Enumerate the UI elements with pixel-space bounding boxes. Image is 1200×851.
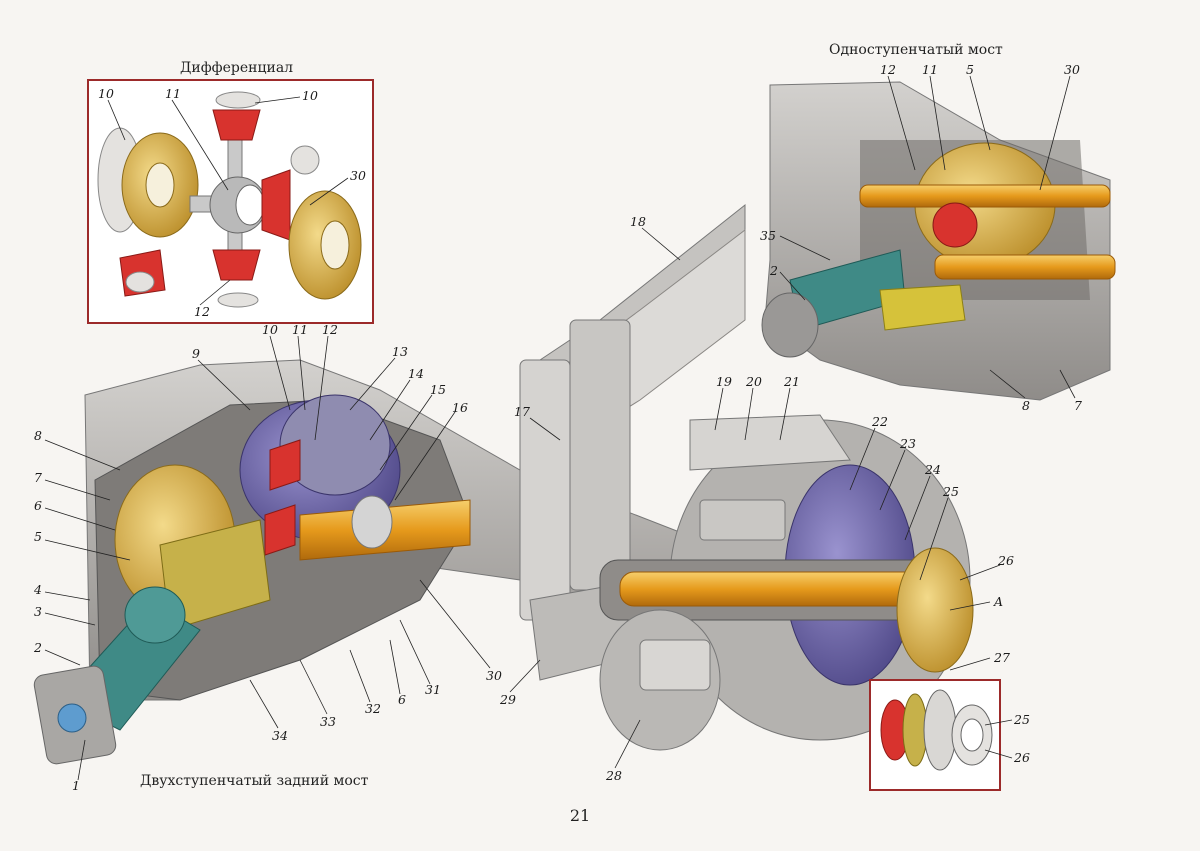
brake-shoe-support bbox=[699, 499, 786, 541]
differential-pinion-upper bbox=[269, 439, 301, 491]
callout-20: 20 bbox=[745, 374, 762, 389]
brake-drum-cover bbox=[689, 414, 851, 471]
title-single-stage-axle: Одноступенчатый мост bbox=[829, 42, 1003, 58]
side-gear-right-bore bbox=[320, 220, 350, 270]
callout-12: 12 bbox=[322, 322, 338, 337]
callout-28: 28 bbox=[605, 768, 622, 783]
drive-bevel-pinion bbox=[124, 586, 186, 644]
callout-29: 29 bbox=[499, 692, 516, 707]
callout-inset-25: 25 bbox=[1013, 712, 1030, 727]
callout-27: 27 bbox=[993, 650, 1010, 665]
hub-adjusting-nut-bore bbox=[960, 718, 984, 752]
callout-22: 22 bbox=[871, 414, 888, 429]
washer-top bbox=[215, 91, 261, 109]
callout-diff-30: 30 bbox=[350, 168, 366, 183]
callout-1: 1 bbox=[72, 778, 80, 793]
callout-9: 9 bbox=[192, 346, 200, 361]
hub-washer bbox=[902, 693, 928, 767]
half-shaft-flange bbox=[896, 547, 974, 673]
callout-single-5: 5 bbox=[966, 62, 974, 77]
callout-4: 4 bbox=[33, 582, 42, 597]
callout-diff-11: 11 bbox=[165, 86, 181, 101]
callout-24: 24 bbox=[924, 462, 941, 477]
callout-single-35: 35 bbox=[760, 228, 776, 243]
callout-33: 33 bbox=[320, 714, 336, 729]
callout-32: 32 bbox=[365, 701, 381, 716]
spring-bracket-outer bbox=[519, 359, 571, 621]
two-stage-axle bbox=[33, 203, 974, 765]
callout-7: 7 bbox=[34, 470, 42, 485]
callout-2: 2 bbox=[33, 640, 42, 655]
pinion-gear-top bbox=[212, 109, 261, 141]
side-gear-left-bore bbox=[145, 162, 175, 208]
spring-bracket-inner bbox=[569, 319, 631, 591]
callout-diff-12: 12 bbox=[194, 304, 210, 319]
leader-lines bbox=[44, 75, 1076, 781]
title-differential: Дифференциал bbox=[180, 60, 294, 76]
callout-21: 21 bbox=[783, 374, 800, 389]
callout-a: A bbox=[993, 594, 1003, 609]
callout-15: 15 bbox=[430, 382, 446, 397]
callout-inset-26: 26 bbox=[1013, 750, 1030, 765]
callout-14: 14 bbox=[408, 366, 424, 381]
callout-single-30: 30 bbox=[1064, 62, 1080, 77]
callout-single-11: 11 bbox=[922, 62, 938, 77]
callout-5: 5 bbox=[34, 529, 42, 544]
hub-nut-inset bbox=[869, 679, 1001, 791]
differential-pinion-lower bbox=[264, 504, 296, 556]
callout-23: 23 bbox=[899, 436, 916, 451]
flange-nut bbox=[57, 703, 87, 733]
callout-31: 31 bbox=[425, 682, 441, 697]
page-number: 21 bbox=[569, 806, 591, 825]
callout-10: 10 bbox=[262, 322, 278, 337]
callout-25: 25 bbox=[942, 484, 959, 499]
single-half-shaft-top bbox=[859, 184, 1111, 208]
pinion-gear-bottom bbox=[212, 249, 261, 281]
callout-single-8: 8 bbox=[1022, 398, 1030, 413]
callout-diff-10b: 10 bbox=[302, 88, 318, 103]
callout-6b: 6 bbox=[398, 692, 406, 707]
half-shaft-outer bbox=[619, 571, 941, 607]
callout-8: 8 bbox=[34, 428, 42, 443]
washer-right bbox=[290, 145, 320, 175]
single-pinion-gear bbox=[932, 202, 978, 248]
callout-17: 17 bbox=[514, 404, 530, 419]
single-input-flange bbox=[761, 292, 819, 358]
callout-16: 16 bbox=[452, 400, 468, 415]
single-stage-inset bbox=[761, 81, 1116, 401]
callout-single-7: 7 bbox=[1074, 398, 1082, 413]
callout-19: 19 bbox=[716, 374, 732, 389]
callout-labels: 10 11 10 30 12 12 11 5 30 35 2 8 7 9 10 … bbox=[33, 62, 1082, 793]
pinion-gear-right bbox=[261, 169, 291, 241]
brake-chamber-bracket bbox=[639, 639, 711, 691]
washer-loose bbox=[125, 271, 155, 293]
callout-13: 13 bbox=[392, 344, 408, 359]
callout-single-2: 2 bbox=[769, 263, 778, 278]
callout-diff-10a: 10 bbox=[98, 86, 114, 101]
callout-11: 11 bbox=[292, 322, 308, 337]
diff-bearing bbox=[351, 495, 393, 549]
single-bearing-cage bbox=[879, 284, 966, 331]
differential-cover bbox=[279, 394, 391, 496]
callout-30: 30 bbox=[486, 668, 502, 683]
callout-34: 34 bbox=[272, 728, 288, 743]
callout-26: 26 bbox=[997, 553, 1014, 568]
callout-6a: 6 bbox=[34, 498, 42, 513]
hub-lock-washer bbox=[923, 689, 957, 771]
washer-bottom bbox=[217, 292, 259, 308]
callout-3: 3 bbox=[34, 604, 42, 619]
spider-hub-bore bbox=[235, 184, 265, 226]
callout-18: 18 bbox=[630, 214, 646, 229]
callout-single-12: 12 bbox=[880, 62, 896, 77]
title-two-stage-rear-axle: Двухступенчатый задний мост bbox=[140, 773, 369, 789]
single-half-shaft-bottom bbox=[934, 254, 1116, 280]
differential-inset bbox=[87, 79, 374, 324]
